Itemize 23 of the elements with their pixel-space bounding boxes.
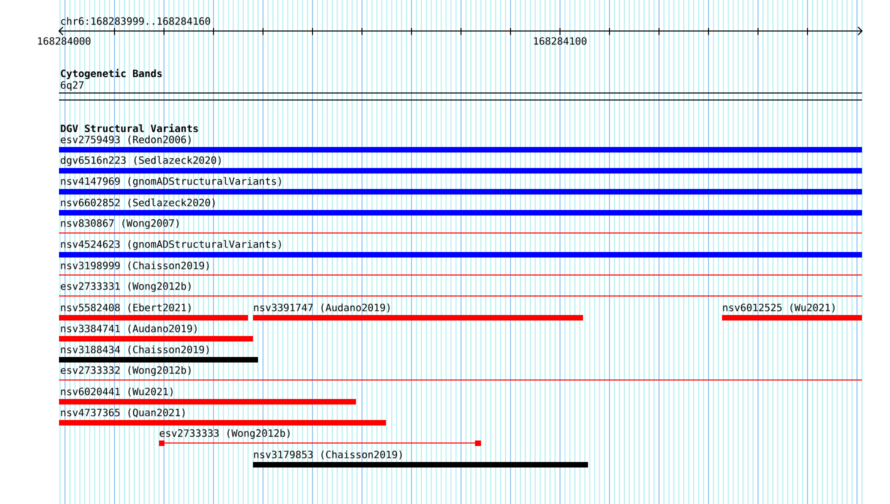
track-title: DGV Structural Variants xyxy=(60,124,198,132)
feature-label: nsv3179853 (Chaisson2019) xyxy=(254,450,402,460)
feature-label: esv2733331 (Wong2012b) xyxy=(60,282,191,292)
feature-label: nsv3391747 (Audano2019) xyxy=(254,304,390,312)
feature-label: nsv5582408 (Ebert2021) xyxy=(61,304,191,312)
feature-label: nsv4524623 (gnomADStructuralVariants) xyxy=(61,240,281,250)
feature-label: esv2733332 (Wong2012b) xyxy=(60,366,191,376)
feature-label: nsv4147969 (gnomADStructuralVariants) xyxy=(61,177,281,187)
feature-label: nsv830867 (Wong2007) xyxy=(61,219,179,229)
feature-label: nsv4737365 (Quan2021) xyxy=(61,408,185,418)
feature-label: nsv3384741 (Audano2019) xyxy=(61,324,197,334)
feature-label: nsv3188434 (Chaisson2019) xyxy=(61,346,209,354)
ruler-number: 168284000 xyxy=(38,37,90,45)
feature-label: esv2759493 (Redon2006) xyxy=(60,136,191,144)
feature-label: nsv3198999 (Chaisson2019) xyxy=(61,262,209,270)
ruler-number: 168284100 xyxy=(534,37,586,45)
feature-label: dgv6516n223 (Sedlazeck2020) xyxy=(60,156,221,166)
feature-label: esv2733333 (Wong2012b) xyxy=(160,429,290,439)
feature-label: nsv6020441 (Wu2021) xyxy=(61,388,172,396)
ruler-title: chr6:168283999..168284160 xyxy=(61,17,210,25)
feature-label: nsv6012525 (Wu2021) xyxy=(723,304,834,312)
feature-label: 6q27 xyxy=(60,81,84,91)
feature-label: nsv6602852 (Sedlazeck2020) xyxy=(61,198,215,208)
